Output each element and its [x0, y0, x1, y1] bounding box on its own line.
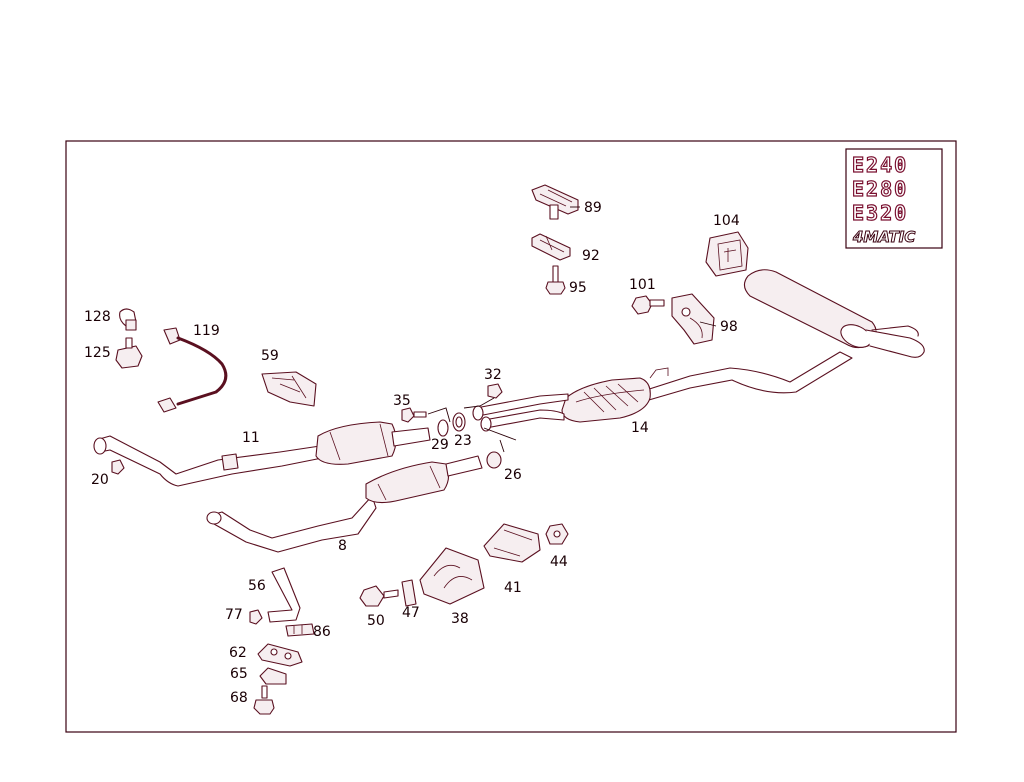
- label-38: 38: [451, 611, 469, 627]
- label-26: 26: [504, 467, 522, 483]
- part-44-nut: [545, 523, 569, 545]
- label-125: 125: [84, 345, 111, 361]
- part-56-bracket: [267, 567, 301, 623]
- label-35: 35: [393, 393, 411, 409]
- label-41: 41: [504, 580, 522, 596]
- part-104-rubber-mount: [705, 231, 749, 277]
- label-56: 56: [248, 578, 266, 594]
- part-68-bolt: [253, 685, 275, 715]
- label-89: 89: [584, 200, 602, 216]
- part-rear-muffler: [743, 269, 925, 358]
- part-29-gasket: [437, 419, 449, 437]
- part-59-heat-shield: [261, 371, 317, 407]
- label-92: 92: [582, 248, 600, 264]
- part-11-front-pipe-upper: [93, 421, 431, 487]
- label-50: 50: [367, 613, 385, 629]
- label-20: 20: [91, 472, 109, 488]
- part-rear-pipe: [639, 351, 853, 403]
- part-8-front-pipe-lower: [206, 455, 483, 553]
- part-77-nut: [249, 609, 263, 625]
- label-65: 65: [230, 666, 248, 682]
- part-128-clip: [119, 308, 137, 331]
- label-59: 59: [261, 348, 279, 364]
- badge-4matic: 4MATIC: [852, 228, 915, 246]
- label-47: 47: [402, 605, 420, 621]
- label-32: 32: [484, 367, 502, 383]
- part-50-bolt: [359, 585, 399, 607]
- part-101-bolt: [631, 295, 665, 315]
- part-119-oxygen-sensor: [157, 327, 228, 413]
- label-104: 104: [713, 213, 740, 229]
- label-95: 95: [569, 280, 587, 296]
- label-119: 119: [193, 323, 220, 339]
- label-23: 23: [454, 433, 472, 449]
- part-89-bracket: [531, 184, 579, 220]
- part-38-bracket: [419, 547, 485, 605]
- label-86: 86: [313, 624, 331, 640]
- part-20-bolt: [111, 459, 125, 475]
- badge-e280: E280: [852, 177, 908, 201]
- diagram-frame: [65, 140, 957, 733]
- part-41-bracket: [483, 523, 541, 563]
- part-23-clamp: [452, 412, 466, 432]
- part-35-bolt: [401, 407, 427, 423]
- part-98-hanger: [671, 293, 715, 345]
- label-77: 77: [225, 607, 243, 623]
- part-65-plate: [259, 667, 287, 685]
- label-8: 8: [338, 538, 347, 554]
- part-86-clip: [285, 623, 315, 637]
- part-92-bracket: [531, 233, 571, 261]
- part-26-plug: [486, 451, 502, 469]
- part-labels: 89 92 95 104 101 98 128 119 125 59 35 32…: [84, 200, 740, 706]
- label-98: 98: [720, 319, 738, 335]
- part-95-bolt: [545, 265, 566, 295]
- part-14-catalytic-converter: [561, 377, 651, 423]
- part-62-bracket: [257, 643, 303, 667]
- label-11: 11: [242, 430, 260, 446]
- label-101: 101: [629, 277, 656, 293]
- part-125-sensor-holder: [115, 337, 143, 369]
- model-badge-box: E240 E280 E320 4MATIC: [845, 148, 943, 249]
- label-128: 128: [84, 309, 111, 325]
- badge-e320: E320: [852, 201, 908, 225]
- label-62: 62: [229, 645, 247, 661]
- label-29: 29: [431, 437, 449, 453]
- part-32-nut: [487, 383, 503, 399]
- label-14: 14: [631, 420, 649, 436]
- part-47-clip: [401, 579, 417, 607]
- badge-e240: E240: [852, 153, 908, 177]
- label-44: 44: [550, 554, 568, 570]
- part-front-pipes-upper: [472, 393, 569, 432]
- label-68: 68: [230, 690, 248, 706]
